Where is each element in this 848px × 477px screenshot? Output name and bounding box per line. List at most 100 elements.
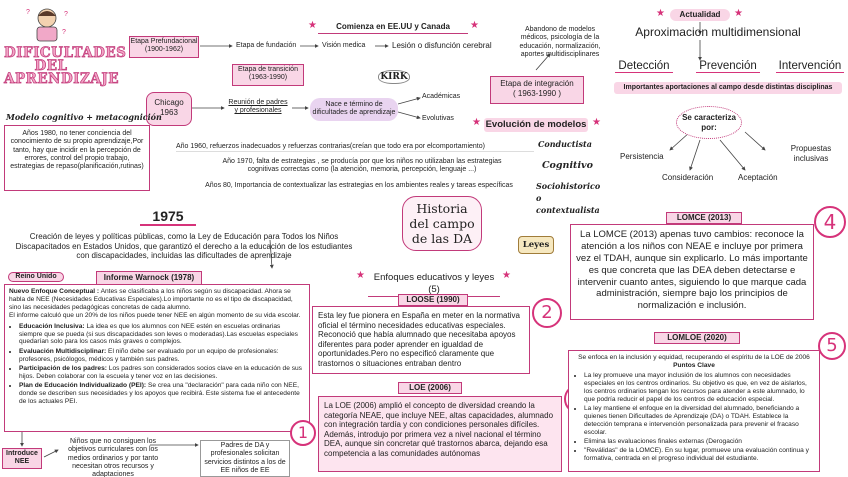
etapa-integracion-title: Etapa de integración (500, 79, 574, 88)
number-badge-2: 2 (532, 298, 562, 328)
cognitivo-text: Año 1970, falta de estrategias , se prod… (222, 158, 502, 174)
warnock-item-text: El informe calculó que un 20% de los niñ… (9, 311, 301, 319)
cognitivo-label: Cognitivo (542, 160, 593, 171)
warnock-item-head: Evaluación Multidisciplinar: (19, 347, 107, 355)
nace-label: Nace e término de dificultades de aprend… (310, 98, 398, 121)
star-icon: ★ (472, 117, 481, 128)
sociohistorico-label: Sociohistorico o contextualista (536, 181, 601, 215)
etapa-fundacion-label: Etapa de fundación (236, 42, 297, 49)
chicago-city: Chicago (154, 98, 184, 107)
actualidad-label: Actualidad (670, 9, 730, 21)
aportaciones-banner: Importantes aportaciones al campo desde … (614, 82, 842, 95)
evolucion-banner: Evolución de modelos (484, 118, 588, 132)
warnock-item: El informe calculó que un 20% de los niñ… (9, 312, 305, 320)
warnock-item: Evaluación Multidisciplinar: El niño deb… (19, 348, 305, 364)
modelo-cognitivo-title: Modelo cognitivo + metacognición (6, 112, 162, 122)
actualidad-title: Aproximacion multidimensional (635, 25, 801, 39)
deteccion-label: Detección (615, 60, 673, 73)
caracteriza-label: Se caracteriza por: (676, 106, 742, 140)
y1975-text: Creación de leyes y políticas públicas, … (15, 232, 353, 261)
warnock-item: Plan de Educación Individualizado (PEI):… (19, 382, 305, 406)
lesion-label: Lesión o disfunción cerebral (392, 41, 492, 50)
lomloe-title: LOMLOE (2020) (654, 332, 740, 344)
year-1975: 1975 (140, 208, 196, 226)
lomce-box: La LOMCE (2013) apenas tuvo cambios: rec… (570, 224, 814, 320)
sociohistorico-text: Años 80, Importancia de contextualizar l… (205, 182, 513, 189)
etapa-prefundacional-title: Etapa Prefundacional (130, 38, 198, 45)
warnock-item-head: Participación de los padres: (19, 365, 107, 373)
loose-box: Esta ley fue pionera en España en meter … (312, 306, 530, 374)
loe-box: La LOE (2006) amplió el concepto de dive… (318, 396, 562, 472)
loose-title: LOOSE (1990) (398, 294, 468, 306)
warnock-item: Nuevo Enfoque Conceptual : Antes se clas… (9, 288, 305, 312)
warnock-item-text: El niño debe ser evaluado por un equipo … (19, 347, 279, 363)
conductista-text: Año 1960, refuerzos inadecuados y refuer… (176, 143, 534, 153)
lomloe-item: La ley promueve una mayor inclusión de l… (584, 372, 814, 404)
padres-text: Padres de DA y profesionales solicitan s… (200, 440, 290, 477)
reino-unido-label: Reino Unido (8, 272, 64, 283)
warnock-item-text: Antes se clasificaba a los niños según s… (9, 288, 293, 311)
evolutivas-label: Evolutivas (422, 115, 454, 122)
warnock-item-head: Plan de Educación Individualizado (PEI): (19, 382, 147, 390)
etapa-transicion-years: (1963-1990) (248, 74, 288, 82)
svg-text:?: ? (62, 29, 66, 36)
etapa-prefundacional-box: Etapa Prefundacional (1900-1962) (129, 36, 199, 58)
warnock-item-head: Nuevo Enfoque Conceptual : (9, 288, 100, 295)
introduce-nee-label: Introduce NEE (2, 448, 42, 469)
warnock-item-text: La idea es que los alumnos con NEE estén… (19, 322, 298, 346)
chicago-year: 1963 (160, 107, 178, 117)
number-badge-5: 5 (818, 332, 846, 360)
loe-title: LOE (2006) (398, 382, 462, 394)
number-badge-1: 1 (290, 420, 316, 446)
eeuu-banner: Comienza en EE.UU y Canada (318, 22, 468, 34)
star-icon: ★ (592, 117, 601, 128)
warnock-item-head: Educación Inclusiva: (19, 322, 85, 330)
warnock-item: Educación Inclusiva: La idea es que los … (19, 323, 305, 347)
star-icon: ★ (734, 8, 743, 19)
modelo-cognitivo-box: Años 1980, no tener conciencia del conoc… (4, 125, 150, 191)
reunion-label: Reunión de padres y profesionales (228, 99, 288, 115)
lomloe-item: "Reválidas" de la LOMCE). En su lugar, p… (584, 447, 814, 463)
etapa-transicion-box: Etapa de transición (1963-1990) (232, 64, 304, 86)
lomce-title: LOMCE (2013) (666, 212, 742, 224)
svg-text:?: ? (26, 9, 30, 16)
main-title: DIFICULTADES DEL APRENDIZAJE (4, 45, 127, 87)
consideracion-label: Consideración (662, 173, 714, 182)
leyes-label: Leyes (518, 236, 554, 254)
lomloe-puntos: Puntos Clave (673, 361, 715, 369)
lomloe-box: Se enfoca en la inclusión y equidad, rec… (568, 350, 820, 472)
star-icon: ★ (656, 8, 665, 19)
warnock-item-text: Los padres son considerados socios clave… (19, 365, 302, 381)
etapa-integracion-years: ( 1963-1990 ) (512, 88, 562, 98)
star-icon: ★ (470, 20, 479, 31)
aceptacion-label: Aceptación (738, 173, 778, 182)
number-badge-4: 4 (814, 206, 846, 238)
conductista-label: Conductista (538, 139, 592, 149)
star-icon: ★ (356, 270, 365, 281)
vision-medica-label: Visión medica (322, 42, 366, 49)
etapa-integracion-box: Etapa de integración ( 1963-1990 ) (490, 76, 584, 104)
warnock-item-text: Se crea una "declaración" para cada niño… (19, 382, 300, 406)
lomloe-intro: Se enfoca en la inclusión y equidad, rec… (578, 354, 810, 361)
persistencia-label: Persistencia (620, 152, 664, 161)
abandono-text: Abandono de modelos médicos, psicología … (519, 26, 601, 58)
warnock-box: Nuevo Enfoque Conceptual : Antes se clas… (4, 284, 310, 432)
intervencion-label: Intervención (776, 60, 844, 73)
svg-text:?: ? (64, 11, 68, 18)
ninos-text: Niños que no consiguen los objetivos cur… (67, 438, 159, 477)
kirk-label: KIRK (378, 70, 410, 84)
chicago-box: Chicago 1963 (146, 92, 192, 126)
star-icon: ★ (308, 20, 317, 31)
warnock-item: Participación de los padres: Los padres … (19, 365, 305, 381)
star-icon: ★ (502, 270, 511, 281)
propuestas-label: Propuestas inclusivas (790, 144, 832, 163)
etapa-transicion-title: Etapa de transición (238, 66, 298, 73)
student-illustration: ? ? ? (22, 4, 72, 44)
prevencion-label: Prevención (696, 60, 760, 73)
warnock-title: Informe Warnock (1978) (96, 271, 202, 285)
etapa-prefundacional-years: (1900-1962) (144, 46, 184, 54)
historia-title: Historia del campo de las DA (402, 196, 482, 251)
lomloe-item: Elimina las evaluaciones finales externa… (584, 438, 814, 446)
academicas-label: Académicas (422, 93, 461, 100)
